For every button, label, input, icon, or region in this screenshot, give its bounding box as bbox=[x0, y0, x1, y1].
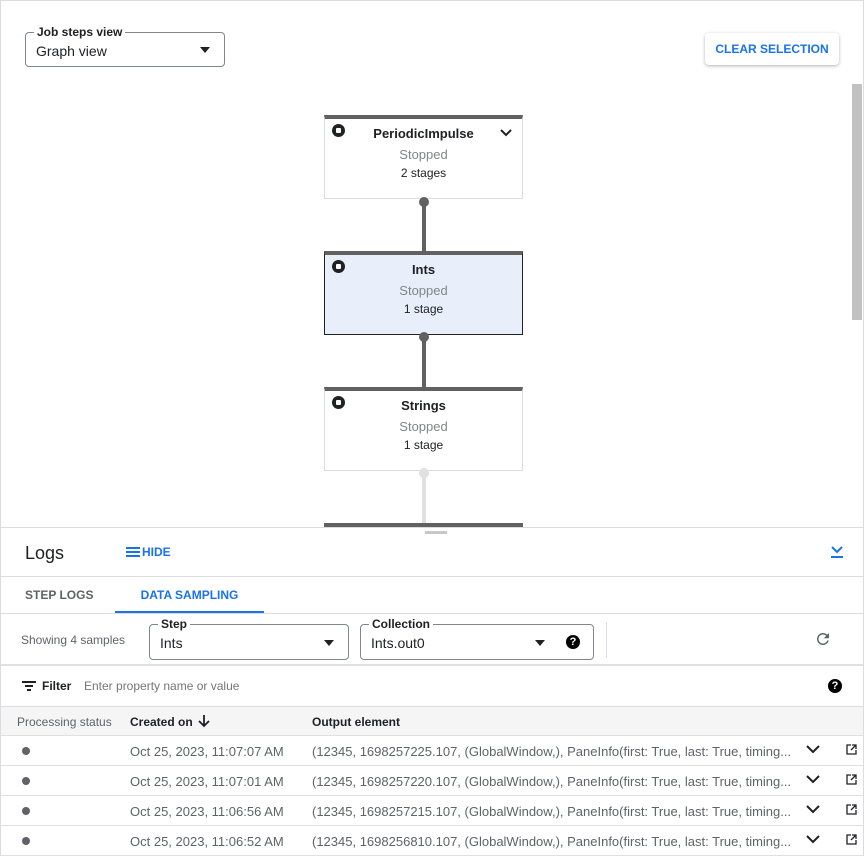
output-element-cell: (12345, 1698257215.107, (GlobalWindow,),… bbox=[312, 804, 792, 819]
created-on-cell: Oct 25, 2023, 11:06:56 AM bbox=[130, 804, 284, 819]
output-element-cell: (12345, 1698257220.107, (GlobalWindow,),… bbox=[312, 774, 792, 789]
graph-scrollbar[interactable] bbox=[852, 84, 862, 320]
help-icon[interactable]: ? bbox=[566, 635, 580, 649]
status-dot-icon bbox=[22, 777, 30, 785]
divider bbox=[1, 613, 863, 614]
created-on-cell: Oct 25, 2023, 11:07:07 AM bbox=[130, 744, 284, 759]
output-element-cell: (12345, 1698257225.107, (GlobalWindow,),… bbox=[312, 744, 792, 759]
divider bbox=[1, 706, 863, 707]
column-processing-status: Processing status bbox=[17, 715, 112, 729]
divider bbox=[606, 622, 607, 658]
table-row[interactable]: Oct 25, 2023, 11:07:01 AM (12345, 169825… bbox=[1, 766, 863, 796]
step-label: Step bbox=[158, 617, 191, 631]
graph-edge bbox=[422, 471, 426, 524]
tab-step-logs[interactable]: STEP LOGS bbox=[25, 588, 94, 602]
graph-edge bbox=[422, 199, 426, 252]
step-value: Ints bbox=[160, 635, 183, 651]
expand-row-icon[interactable] bbox=[806, 775, 820, 784]
column-created-on[interactable]: Created on bbox=[130, 715, 193, 729]
graph-node-periodicimpulse[interactable]: PeriodicImpulse Stopped 2 stages bbox=[324, 115, 523, 199]
job-steps-view-value: Graph view bbox=[36, 43, 107, 59]
tab-data-sampling[interactable]: DATA SAMPLING bbox=[115, 577, 264, 613]
node-status: Stopped bbox=[399, 283, 448, 298]
status-dot-icon bbox=[22, 837, 30, 845]
filter-help-icon[interactable]: ? bbox=[828, 679, 842, 693]
samples-count: Showing 4 samples bbox=[21, 633, 126, 647]
chevron-down-icon[interactable] bbox=[500, 129, 512, 137]
status-dot-icon bbox=[22, 747, 30, 755]
logs-title: Logs bbox=[25, 543, 65, 563]
job-steps-view-label: Job steps view bbox=[34, 25, 126, 39]
list-icon bbox=[126, 547, 140, 557]
node-stages: 1 stage bbox=[403, 438, 444, 452]
open-in-new-icon[interactable] bbox=[846, 834, 857, 845]
dropdown-arrow-icon bbox=[324, 640, 334, 646]
filter-label: Filter bbox=[42, 679, 72, 693]
collapse-panel-icon[interactable] bbox=[830, 545, 844, 559]
table-row[interactable]: Oct 25, 2023, 11:06:56 AM (12345, 169825… bbox=[1, 796, 863, 826]
collection-value: Ints.out0 bbox=[371, 635, 425, 651]
collection-label: Collection bbox=[369, 617, 434, 631]
sort-descending-icon[interactable] bbox=[198, 714, 210, 728]
dropdown-arrow-icon bbox=[200, 47, 210, 53]
resize-handle[interactable] bbox=[425, 531, 447, 534]
expand-row-icon[interactable] bbox=[806, 835, 820, 844]
hide-label: HIDE bbox=[142, 545, 171, 559]
expand-row-icon[interactable] bbox=[806, 805, 820, 814]
collection-select[interactable]: Collection Ints.out0 ? bbox=[360, 617, 594, 660]
table-row[interactable]: Oct 25, 2023, 11:06:52 AM (12345, 169825… bbox=[1, 826, 863, 856]
divider bbox=[1, 527, 863, 528]
graph-edge bbox=[422, 335, 426, 388]
clear-selection-button[interactable]: CLEAR SELECTION bbox=[705, 33, 839, 65]
divider bbox=[1, 576, 863, 577]
node-status: Stopped bbox=[399, 147, 448, 162]
hide-logs-button[interactable]: HIDE bbox=[126, 545, 171, 559]
status-dot-icon bbox=[22, 807, 30, 815]
output-element-cell: (12345, 1698256810.107, (GlobalWindow,),… bbox=[312, 834, 792, 849]
step-select[interactable]: Step Ints bbox=[149, 617, 349, 660]
column-output-element: Output element bbox=[312, 715, 401, 729]
open-in-new-icon[interactable] bbox=[846, 744, 857, 755]
table-row[interactable]: Oct 25, 2023, 11:07:07 AM (12345, 169825… bbox=[1, 736, 863, 766]
table-header: Processing status Created on Output elem… bbox=[1, 707, 863, 736]
graph-node-partial[interactable] bbox=[324, 523, 523, 527]
divider bbox=[1, 664, 863, 666]
node-name: Strings bbox=[401, 398, 446, 413]
filter-icon bbox=[22, 681, 36, 691]
open-in-new-icon[interactable] bbox=[846, 774, 857, 785]
graph-node-ints[interactable]: Ints Stopped 1 stage bbox=[324, 251, 523, 335]
created-on-cell: Oct 25, 2023, 11:07:01 AM bbox=[130, 774, 284, 789]
stopped-icon bbox=[332, 396, 345, 409]
filter-input[interactable] bbox=[84, 676, 684, 696]
node-stages: 1 stage bbox=[403, 302, 444, 316]
node-status: Stopped bbox=[399, 419, 448, 434]
graph-node-strings[interactable]: Strings Stopped 1 stage bbox=[324, 387, 523, 471]
expand-row-icon[interactable] bbox=[806, 745, 820, 754]
stopped-icon bbox=[332, 124, 345, 137]
node-name: PeriodicImpulse bbox=[373, 126, 474, 141]
open-in-new-icon[interactable] bbox=[846, 804, 857, 815]
node-name: Ints bbox=[411, 262, 436, 277]
created-on-cell: Oct 25, 2023, 11:06:52 AM bbox=[130, 834, 284, 849]
node-stages: 2 stages bbox=[400, 166, 447, 180]
job-steps-view-select[interactable]: Job steps view Graph view bbox=[25, 25, 225, 67]
stopped-icon bbox=[332, 260, 345, 273]
dropdown-arrow-icon bbox=[535, 640, 545, 646]
refresh-icon[interactable] bbox=[814, 630, 832, 648]
